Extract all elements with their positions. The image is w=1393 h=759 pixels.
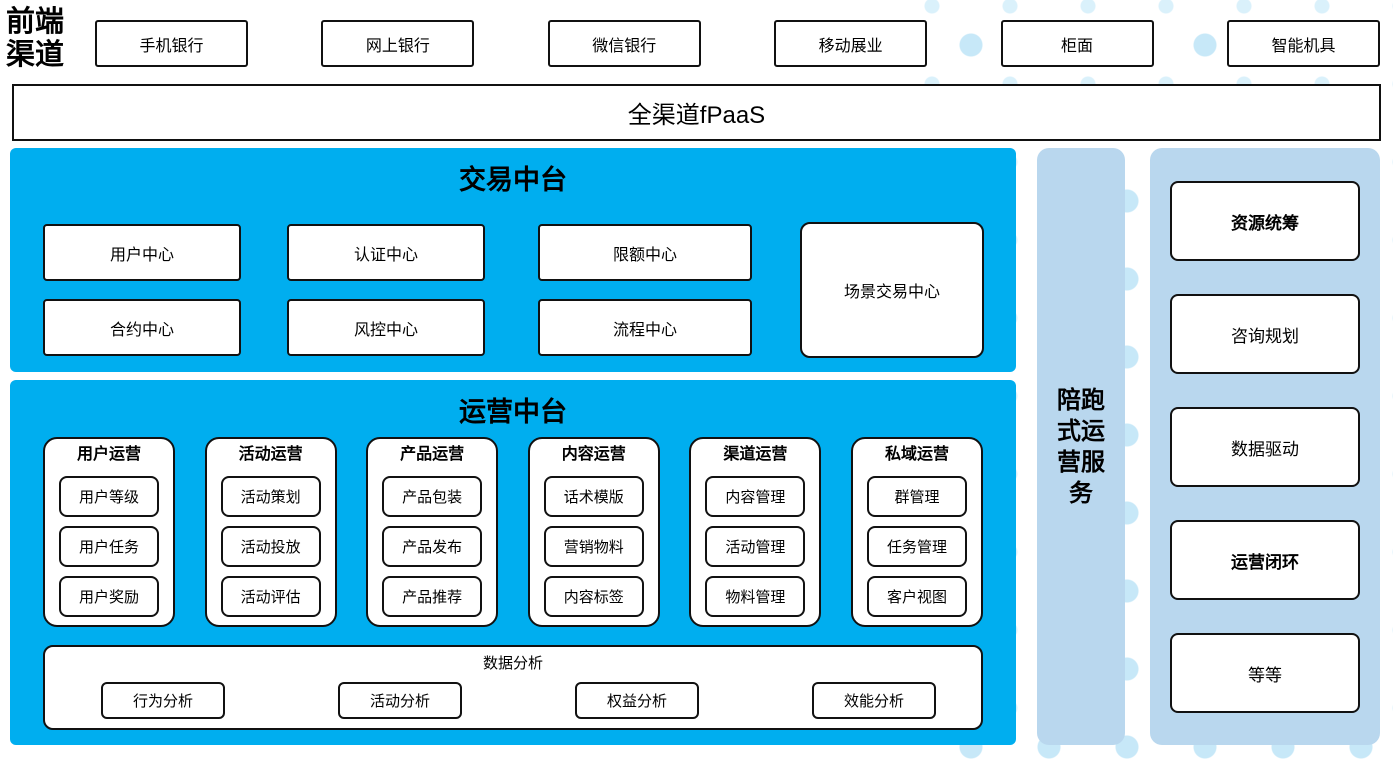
operation-platform-block: 运营中台 用户运营 用户等级 用户任务 用户奖励 活动运营 活动策划 活动投放 … [10, 380, 1016, 745]
front-channel-label: 前端渠道 [6, 6, 65, 71]
analysis-box-efficiency: 效能分析 [812, 682, 936, 719]
op-item: 活动投放 [220, 526, 321, 567]
transaction-platform-title: 交易中台 [459, 165, 567, 195]
capability-box-resource-coordination: 资源统筹 [1170, 181, 1360, 261]
op-item: 用户任务 [59, 526, 159, 567]
op-item: 活动管理 [705, 526, 806, 567]
service-capability-panel: 资源统筹 咨询规划 数据驱动 运营闭环 等等 [1150, 148, 1380, 745]
center-box-limit: 限额中心 [538, 224, 752, 281]
channel-box-smart-devices: 智能机具 [1226, 20, 1380, 67]
op-item: 任务管理 [866, 526, 967, 567]
companion-operation-service-label: 陪跑式运营服务 [1057, 386, 1105, 507]
operation-platform-title: 运营中台 [459, 397, 567, 427]
op-column-title: 活动运营 [238, 446, 303, 463]
op-item: 内容管理 [705, 476, 806, 517]
capability-box-etc: 等等 [1170, 633, 1360, 713]
op-item: 活动策划 [220, 476, 321, 517]
op-column-title: 内容运营 [561, 446, 626, 463]
op-item: 用户等级 [59, 476, 159, 517]
op-column-user-operation: 用户运营 用户等级 用户任务 用户奖励 [43, 437, 175, 627]
channel-row: 手机银行 网上银行 微信银行 移动展业 柜面 智能机具 [95, 20, 1380, 67]
center-box-scene-transaction: 场景交易中心 [800, 222, 984, 358]
op-item: 内容标签 [543, 576, 644, 617]
op-column-title: 用户运营 [76, 446, 141, 463]
op-item: 群管理 [866, 476, 967, 517]
center-box-contract: 合约中心 [43, 299, 241, 356]
data-analysis-items: 行为分析 活动分析 权益分析 效能分析 [45, 673, 981, 719]
data-analysis-title: 数据分析 [482, 655, 543, 672]
op-column-activity-operation: 活动运营 活动策划 活动投放 活动评估 [204, 437, 337, 627]
center-box-user: 用户中心 [43, 224, 241, 281]
op-item: 用户奖励 [59, 576, 159, 617]
center-box-authentication: 认证中心 [287, 224, 485, 281]
omnichannel-fpaas-bar: 全渠道fPaaS [12, 84, 1381, 141]
center-box-risk-control: 风控中心 [287, 299, 485, 356]
op-column-product-operation: 产品运营 产品包装 产品发布 产品推荐 [366, 437, 499, 627]
analysis-box-activity: 活动分析 [338, 682, 462, 719]
analysis-box-rights: 权益分析 [575, 682, 699, 719]
op-item: 话术模版 [543, 476, 644, 517]
op-column-content-operation: 内容运营 话术模版 营销物料 内容标签 [527, 437, 660, 627]
channel-box-mobile-outreach: 移动展业 [774, 20, 928, 67]
companion-operation-service-bar: 陪跑式运营服务 [1037, 148, 1125, 745]
op-item: 客户视图 [866, 576, 967, 617]
capability-box-data-driven: 数据驱动 [1170, 407, 1360, 487]
channel-box-online-banking: 网上银行 [321, 20, 475, 67]
operation-columns: 用户运营 用户等级 用户任务 用户奖励 活动运营 活动策划 活动投放 活动评估 … [43, 437, 983, 627]
op-item: 产品推荐 [382, 576, 483, 617]
channel-box-counter: 柜面 [1000, 20, 1154, 67]
channel-box-wechat-banking: 微信银行 [547, 20, 701, 67]
op-column-private-domain-operation: 私域运营 群管理 任务管理 客户视图 [850, 437, 983, 627]
channel-box-mobile-banking: 手机银行 [95, 20, 248, 67]
op-item: 产品包装 [382, 476, 483, 517]
capability-box-consulting-planning: 咨询规划 [1170, 294, 1360, 374]
op-item: 活动评估 [220, 576, 321, 617]
center-box-process: 流程中心 [538, 299, 752, 356]
analysis-box-behavior: 行为分析 [101, 682, 225, 719]
capability-box-operation-loop: 运营闭环 [1170, 520, 1360, 600]
op-item: 产品发布 [382, 526, 483, 567]
op-column-title: 产品运营 [400, 446, 465, 463]
op-column-title: 私域运营 [884, 446, 949, 463]
op-item: 营销物料 [543, 526, 644, 567]
op-column-channel-operation: 渠道运营 内容管理 活动管理 物料管理 [689, 437, 822, 627]
op-column-title: 渠道运营 [723, 446, 788, 463]
op-item: 物料管理 [705, 576, 806, 617]
transaction-platform-block: 交易中台 用户中心 认证中心 限额中心 合约中心 风控中心 流程中心 场景交易中… [10, 148, 1016, 372]
data-analysis-panel: 数据分析 行为分析 活动分析 权益分析 效能分析 [43, 645, 983, 730]
